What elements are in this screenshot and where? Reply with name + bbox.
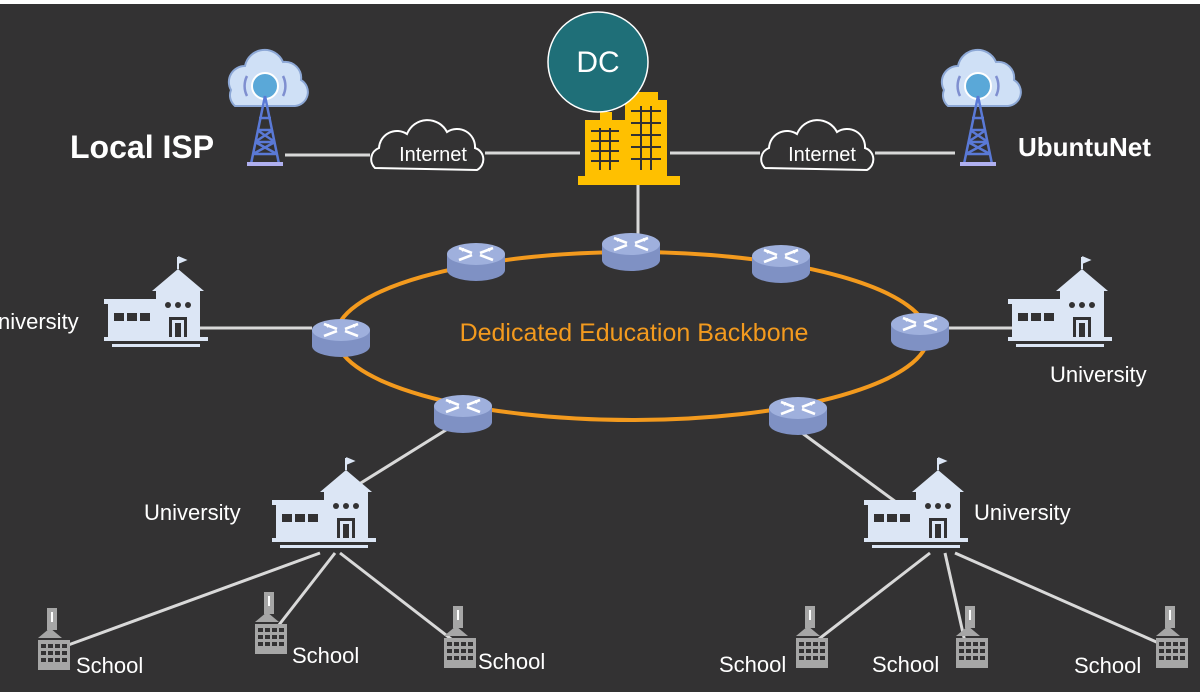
local-isp-tower-icon [227, 48, 310, 168]
dc-circle [547, 11, 649, 113]
router-icon [310, 317, 372, 359]
ubuntunet-label: UbuntuNet [1018, 132, 1151, 162]
router-icon [750, 243, 812, 285]
router-icon [767, 395, 829, 437]
top-border [0, 0, 1200, 4]
school-label-5: School [872, 652, 939, 677]
school-label-3: School [478, 649, 545, 674]
router-icon [600, 231, 662, 273]
internet-label-left: Internet [399, 144, 467, 166]
school-label-4: School [719, 652, 786, 677]
local-isp-label: Local ISP [70, 129, 214, 165]
university-icon [271, 457, 377, 549]
internet-label-right: Internet [788, 144, 856, 166]
school-icon [1155, 605, 1189, 669]
router-icon [889, 311, 951, 353]
school-label-1: School [76, 653, 143, 678]
university-icon [863, 457, 969, 549]
university-label-right: University [1050, 362, 1147, 387]
dc-label: DC [576, 46, 619, 79]
school-icon [955, 605, 989, 669]
school-label-6: School [1074, 653, 1141, 678]
bottom-border [0, 692, 1200, 700]
university-label-lower-right: University [974, 500, 1071, 525]
router-icon [432, 393, 494, 435]
network-links [59, 151, 1171, 650]
university-icon [1007, 256, 1113, 348]
school-label-2: School [292, 643, 359, 668]
university-label-left: niversity [0, 309, 79, 334]
school-icon [37, 607, 71, 671]
backbone-label: Dedicated Education Backbone [460, 319, 809, 347]
office-building-icon [578, 92, 680, 185]
router-icon [445, 241, 507, 283]
university-icon [103, 256, 209, 348]
ubuntunet-tower-icon [940, 48, 1023, 168]
university-label-lower-left: University [144, 500, 241, 525]
